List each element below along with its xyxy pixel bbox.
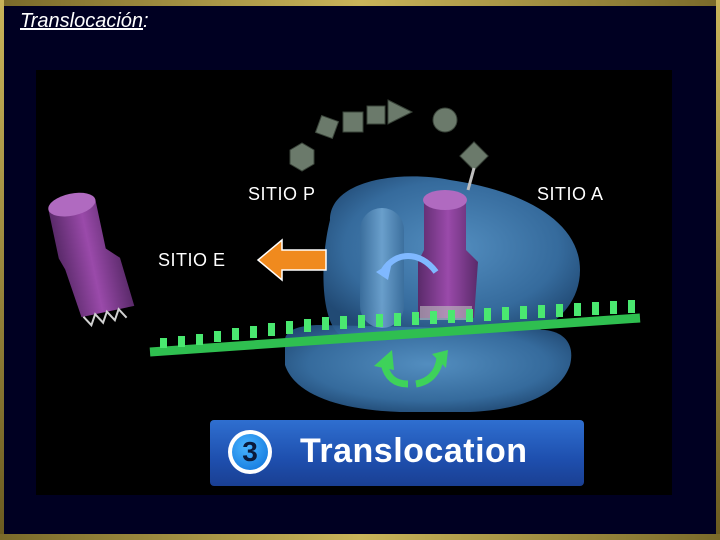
mrna-codon — [484, 308, 491, 321]
step-title: Translocation — [300, 432, 528, 471]
peptide-square-2 — [343, 112, 363, 132]
mrna-codon — [250, 326, 257, 338]
step-banner: 3 Translocation — [210, 420, 584, 486]
mrna-codon — [358, 315, 365, 328]
mrna-codon — [628, 300, 635, 313]
mrna-codon — [232, 328, 239, 340]
step-number-badge: 3 — [228, 430, 272, 474]
mrna-codon — [178, 336, 185, 347]
left-arrow-icon — [258, 240, 326, 280]
mrna-codon — [376, 314, 383, 327]
mrna-codon — [574, 303, 581, 316]
label-site-e: SITIO E — [158, 250, 226, 271]
label-site-a: SITIO A — [537, 184, 604, 205]
peptide-hexagon — [290, 143, 314, 171]
peptide-square-3 — [367, 106, 385, 124]
mrna-codon — [340, 316, 347, 329]
mrna-codon — [610, 301, 617, 314]
mrna-codon — [556, 304, 563, 317]
mrna-codon — [286, 321, 293, 334]
peptide-square-1 — [315, 115, 338, 138]
trna-ribosome-top — [423, 190, 467, 210]
mrna-codon — [466, 309, 473, 322]
peptide-triangle — [388, 100, 412, 124]
mrna-codon — [412, 312, 419, 325]
trna-ribosome-anticodon — [420, 306, 472, 320]
mrna-codon — [160, 338, 167, 348]
label-site-p: SITIO P — [248, 184, 316, 205]
trna-exiting — [46, 186, 136, 329]
mrna-codon — [538, 305, 545, 318]
peptide-chain — [290, 100, 488, 171]
mrna-codon — [304, 319, 311, 332]
mrna-codon — [520, 306, 527, 319]
peptide-circle — [433, 108, 457, 132]
step-number: 3 — [232, 434, 268, 470]
mrna-codon — [322, 317, 329, 330]
mrna-codon — [196, 334, 203, 345]
mrna-codon — [592, 302, 599, 315]
peptide-diamond — [460, 142, 488, 170]
mrna-codon — [502, 307, 509, 320]
mrna-codon — [430, 311, 437, 324]
mrna-codon — [214, 331, 221, 342]
mrna-codon — [394, 313, 401, 326]
mrna-codon — [448, 310, 455, 323]
mrna-codon — [268, 323, 275, 336]
